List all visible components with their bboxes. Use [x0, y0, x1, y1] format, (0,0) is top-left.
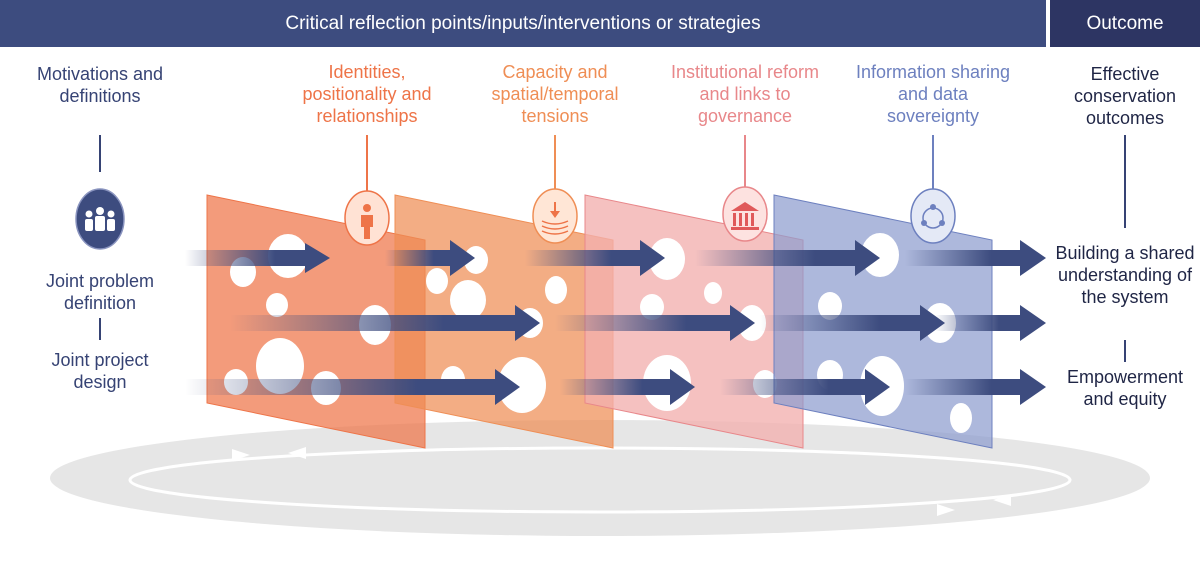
- arrow-shaft: [935, 315, 1020, 331]
- label-effective-outcomes: Effective conservation outcomes: [1073, 64, 1177, 128]
- label-motivations: Motivations and definitions: [36, 64, 164, 106]
- arrow-shaft: [555, 315, 730, 331]
- arrow-head-icon: [515, 305, 540, 341]
- arrow-head-icon: [1020, 305, 1046, 341]
- arrow-row-top: [185, 240, 1046, 276]
- arrow-shaft: [905, 379, 1020, 395]
- label-shared-understanding: Building a shared understanding of the s…: [1055, 243, 1195, 307]
- arrow-shaft: [525, 250, 640, 266]
- person-icon: [344, 190, 390, 246]
- loop-arrow-icon: [937, 504, 955, 516]
- label-institutional: Institutional reform and links to govern…: [670, 62, 820, 126]
- arrow-head-icon: [1020, 240, 1046, 276]
- feedback-loop: [50, 420, 1150, 536]
- header-main-title: Critical reflection points/inputs/interv…: [0, 0, 1046, 47]
- compression-icon: [532, 188, 578, 244]
- arrow-head-icon: [640, 240, 665, 276]
- arrow-head-icon: [1020, 369, 1046, 405]
- arrow-head-icon: [670, 369, 695, 405]
- arrow-row-bottom: [185, 369, 1046, 405]
- label-joint-design: Joint project design: [51, 350, 149, 392]
- arrow-row-middle: [230, 305, 1046, 341]
- header-outcome-title: Outcome: [1050, 0, 1200, 47]
- label-identities: Identities, positionality and relationsh…: [302, 62, 432, 126]
- arrow-shaft: [760, 315, 920, 331]
- loop-arrow-icon: [993, 494, 1011, 506]
- loop-arrow-icon: [288, 447, 306, 459]
- arrow-shaft: [720, 379, 865, 395]
- label-empowerment: Empowerment and equity: [1066, 367, 1184, 409]
- arrow-shaft: [560, 379, 670, 395]
- arrow-head-icon: [495, 369, 520, 405]
- arrow-head-icon: [920, 305, 945, 341]
- label-capacity: Capacity and spatial/temporal tensions: [491, 62, 619, 126]
- arrow-head-icon: [730, 305, 755, 341]
- arrow-head-icon: [855, 240, 880, 276]
- arrow-shaft: [230, 315, 515, 331]
- arrow-head-icon: [305, 243, 330, 273]
- arrow-shaft: [905, 250, 1020, 266]
- arrow-shaft: [185, 250, 305, 266]
- arrow-head-icon: [450, 240, 475, 276]
- loop-arrow-icon: [232, 449, 250, 461]
- institution-icon: [722, 186, 768, 242]
- label-information: Information sharing and data sovereignty: [855, 62, 1011, 126]
- arrow-shaft: [385, 250, 450, 266]
- label-joint-problem: Joint problem definition: [45, 271, 155, 313]
- arrow-shaft: [695, 250, 855, 266]
- network-icon: [910, 188, 956, 244]
- connector-lines: [99, 135, 1126, 362]
- arrow-shaft: [185, 379, 495, 395]
- arrow-head-icon: [865, 369, 890, 405]
- people-icon: [75, 188, 125, 250]
